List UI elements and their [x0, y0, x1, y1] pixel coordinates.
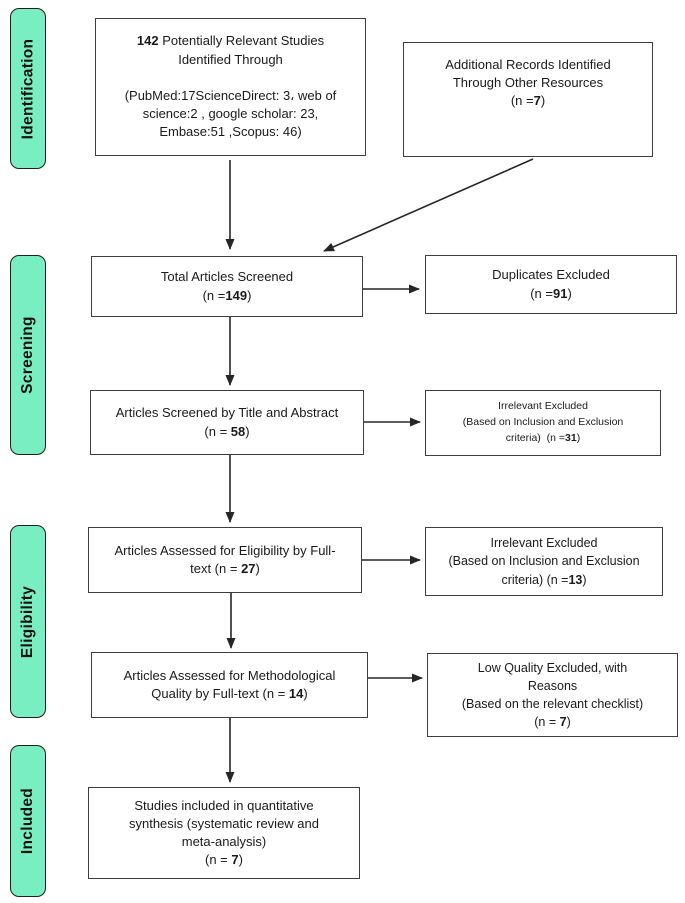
stage-label-text: Screening	[19, 316, 36, 394]
box-eligibility-fulltext: Articles Assessed for Eligibility by Ful…	[88, 527, 362, 593]
stage-label-screening: Screening	[10, 255, 46, 455]
box-irrelevant-excluded-31: Irrelevant Excluded(Based on Inclusion a…	[425, 390, 661, 456]
box-duplicates-excluded: Duplicates Excluded(n =91)	[425, 255, 677, 314]
box-total-screened: Total Articles Screened(n =149)	[91, 256, 363, 317]
stage-label-text: Eligibility	[19, 585, 37, 658]
stage-label-identification: Identification	[10, 8, 46, 169]
box-irrelevant-excluded-13: Irrelevant Excluded(Based on Inclusion a…	[425, 527, 663, 596]
arrow-additional-to-screened	[323, 158, 534, 252]
stage-label-included: Included	[10, 745, 46, 897]
stage-label-text: Identification	[19, 38, 36, 139]
box-title-abstract-screened: Articles Screened by Title and Abstract(…	[90, 390, 364, 455]
stage-label-eligibility: Eligibility	[10, 525, 46, 718]
stage-label-text: Included	[19, 787, 37, 855]
